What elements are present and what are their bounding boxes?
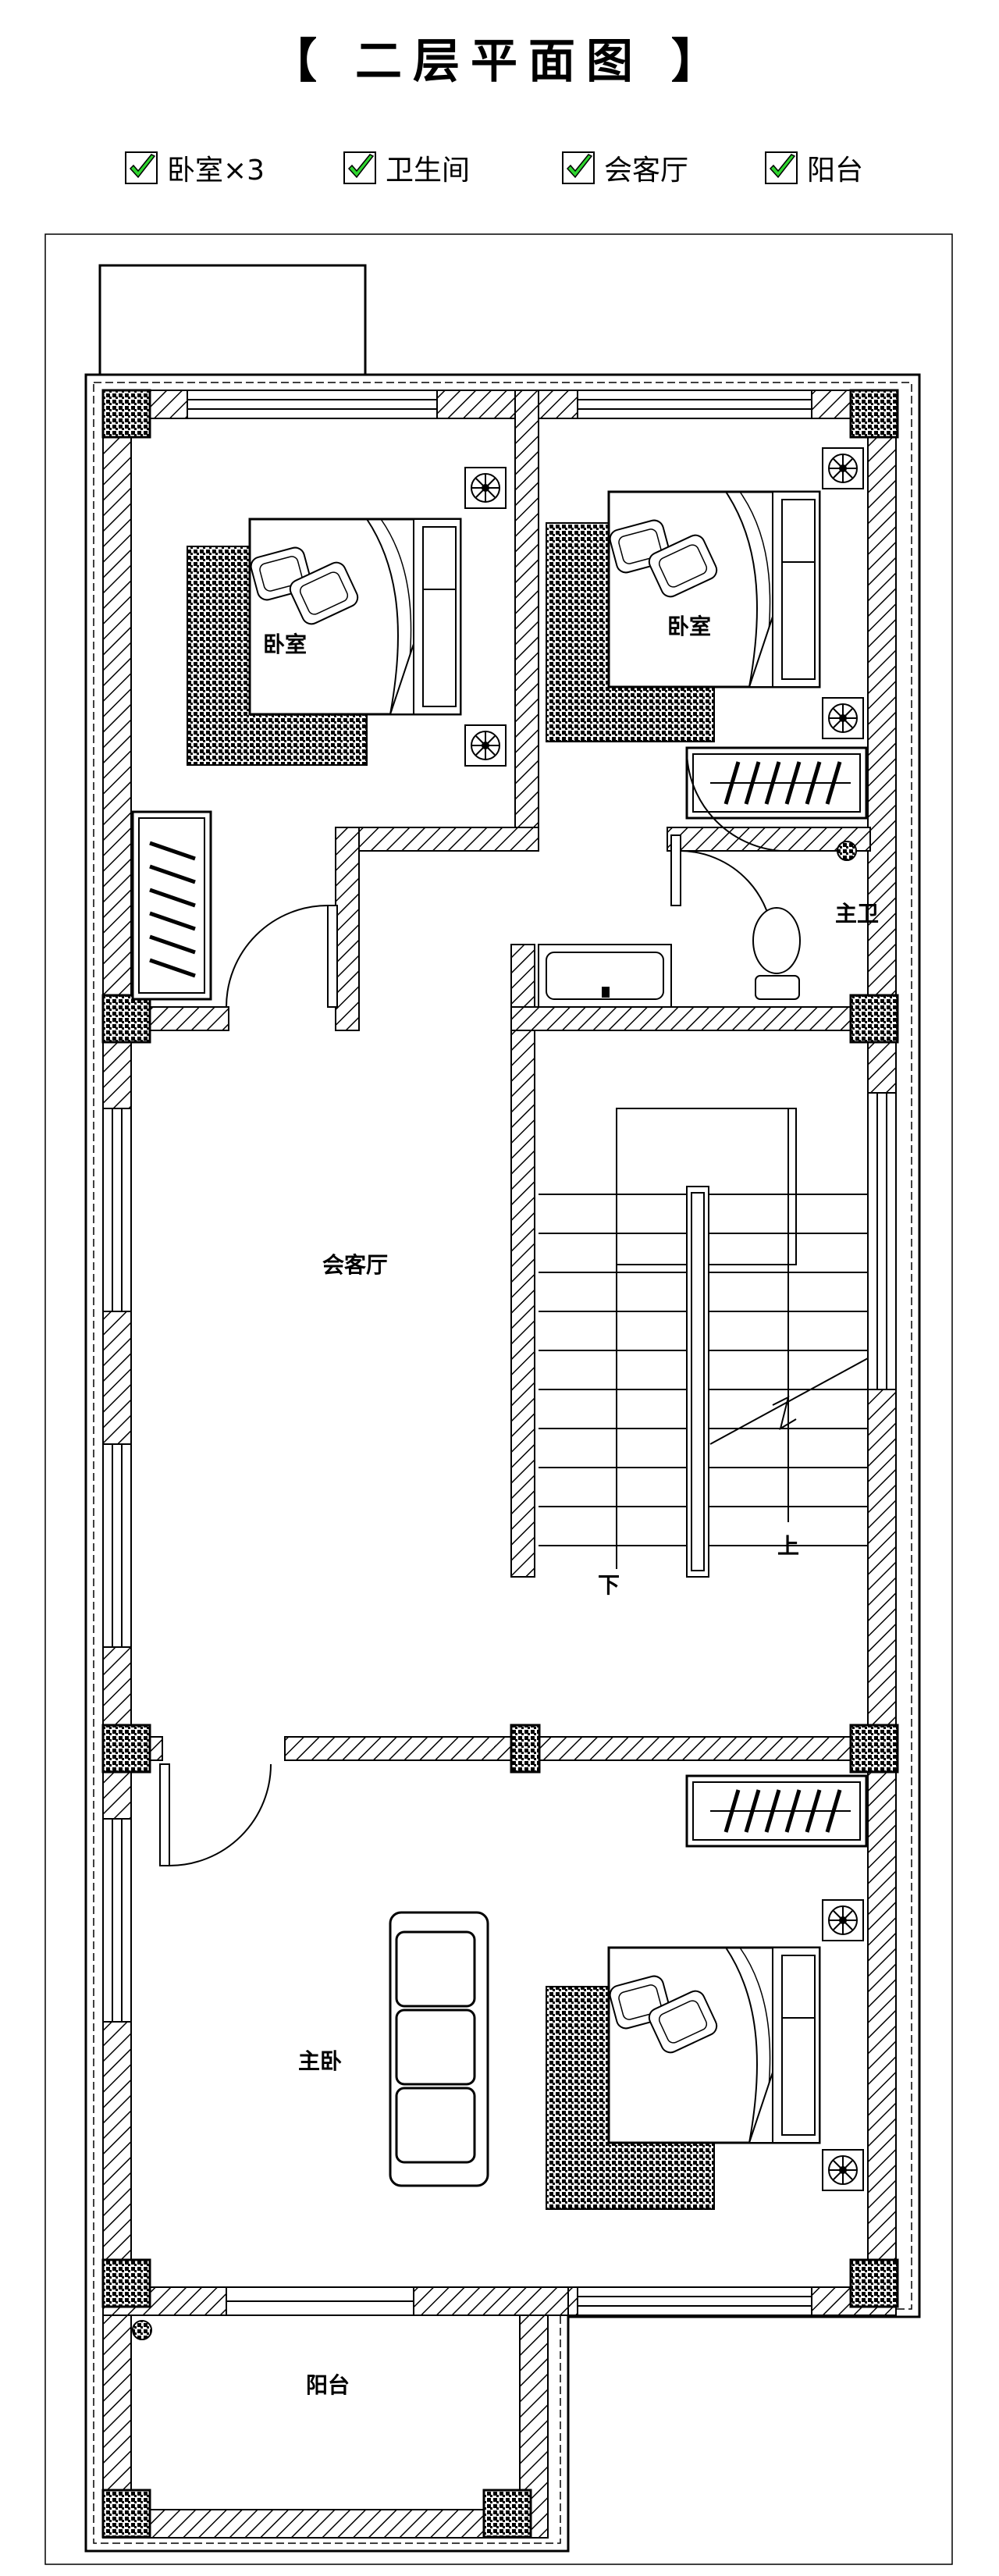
legend-label: 卫生间 <box>386 155 471 187</box>
legend-label: 会客厅 <box>604 155 689 187</box>
room-label-living-room: 会客厅 <box>322 1252 388 1278</box>
legend: 卧室×3 卫生间 会客厅 阳台 <box>0 148 999 195</box>
legend-item-bedroom: 卧室×3 <box>125 148 265 187</box>
legend-item-balcony: 阳台 <box>765 148 863 187</box>
page-title: 【 二层平面图 】 <box>270 34 729 89</box>
checkbox-checked-icon <box>562 151 595 184</box>
room-label-master-bedroom: 主卧 <box>298 2048 342 2074</box>
legend-label: 卧室×3 <box>167 155 265 187</box>
legend-item-bathroom: 卫生间 <box>343 148 470 187</box>
checkbox-checked-icon <box>765 151 798 184</box>
legend-item-living: 会客厅 <box>562 148 688 187</box>
room-label-master-bath: 主卫 <box>835 901 879 927</box>
stairs-down-label: 下 <box>598 1572 620 1598</box>
legend-label: 阳台 <box>807 155 864 187</box>
room-label-bedroom-b: 卧室 <box>667 614 711 639</box>
checkbox-checked-icon <box>125 151 158 184</box>
checkbox-checked-icon <box>343 151 376 184</box>
room-label-bedroom-a: 卧室 <box>263 632 307 657</box>
room-label-balcony: 阳台 <box>306 2372 350 2398</box>
stairs-up-label: 上 <box>777 1533 799 1559</box>
